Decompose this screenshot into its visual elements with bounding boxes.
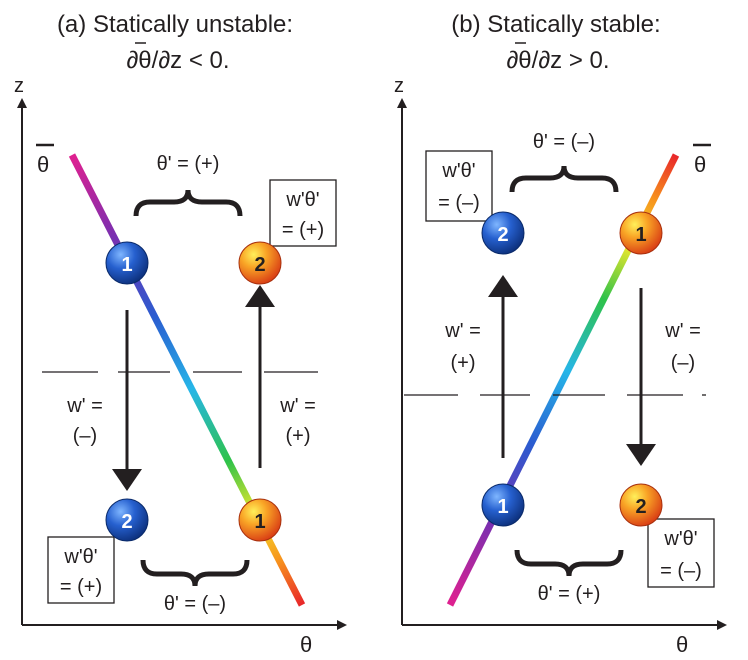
panel-b-parcel-blue-bottom: 1 <box>481 483 525 527</box>
panel-a-flux-line2: = (+) <box>282 219 324 241</box>
panel-b-parcel-orange-top: 1 <box>619 211 663 255</box>
panel-b-flux-line2: = (–) <box>438 192 480 214</box>
panel-a-title-line2: ∂θ/∂z < 0. <box>126 47 229 74</box>
panel-a-top-brace <box>133 189 243 217</box>
svg-text:1: 1 <box>635 224 646 246</box>
panel-a-bottom-theta-anomaly: θ' = (–) <box>164 593 226 615</box>
panel-b-flux-lower-line1: w'θ' <box>663 528 697 550</box>
panel-b-w-up-line2: (+) <box>451 352 476 374</box>
panel-a-top-theta-anomaly: θ' = (+) <box>157 153 220 175</box>
panel-a-parcel-orange-top: 2 <box>238 241 282 285</box>
panel-b-mean-theta-label: θ <box>694 152 706 177</box>
svg-text:2: 2 <box>635 496 646 518</box>
svg-text:2: 2 <box>497 224 508 246</box>
panel-a-flux-box <box>269 179 337 247</box>
svg-text:2: 2 <box>121 511 132 533</box>
panel-a-theta-label: θ <box>300 632 312 657</box>
panel-b-parcel-orange-bottom: 2 <box>619 483 663 527</box>
panel-a-w-up-line2: (+) <box>286 425 311 447</box>
panel-b-flux-box <box>425 150 493 222</box>
panel-b-flux-line1: w'θ' <box>441 160 475 182</box>
panel-a-flux-line1: w'θ' <box>285 189 319 211</box>
panel-a-title-line1: (a) Statically unstable: <box>57 11 293 38</box>
panel-a-parcel-blue-bottom: 2 <box>105 498 149 542</box>
panel-b-bottom-brace <box>514 549 624 577</box>
panel-b-flux-lower-line2: = (–) <box>660 560 702 582</box>
panel-a-flux-box-lower <box>47 536 115 604</box>
panel-a-w-down-line2: (–) <box>73 425 97 447</box>
panel-a-flux-lower-line1: w'θ' <box>63 546 97 568</box>
panel-b-title-line2: ∂θ/∂z > 0. <box>506 47 609 74</box>
panel-a-w-down-line1: w' = <box>66 395 103 417</box>
panel-a-parcel-blue-top: 1 <box>105 241 149 285</box>
svg-text:2: 2 <box>254 254 265 276</box>
panel-b: (b) Statically stable: ∂θ/∂z > 0. z θ θ … <box>394 11 727 657</box>
svg-text:1: 1 <box>497 496 508 518</box>
panel-b-top-brace <box>509 165 619 193</box>
panel-a-mean-theta-label: θ <box>37 152 49 177</box>
panel-b-w-down-line1: w' = <box>664 320 701 342</box>
panel-b-z-label: z <box>394 75 404 97</box>
panel-b-title-line1: (b) Statically stable: <box>451 11 660 38</box>
panel-a-z-label: z <box>14 75 24 97</box>
panel-b-w-down-line2: (–) <box>671 352 695 374</box>
panel-b-theta-label: θ <box>676 632 688 657</box>
panel-a-w-up-line1: w' = <box>279 395 316 417</box>
panel-b-parcel-blue-top: 2 <box>481 211 525 255</box>
panel-a-parcel-orange-bottom: 1 <box>238 498 282 542</box>
svg-text:1: 1 <box>254 511 265 533</box>
panel-a-flux-lower-line2: = (+) <box>60 576 102 598</box>
panel-b-bottom-theta-anomaly: θ' = (+) <box>538 583 601 605</box>
panel-a: (a) Statically unstable: ∂θ/∂z < 0. z θ … <box>14 11 347 657</box>
panel-a-bottom-brace <box>140 559 250 587</box>
panel-b-w-up-line1: w' = <box>444 320 481 342</box>
panel-b-top-theta-anomaly: θ' = (–) <box>533 131 595 153</box>
svg-text:1: 1 <box>121 254 132 276</box>
panel-b-flux-box-lower <box>647 518 715 588</box>
